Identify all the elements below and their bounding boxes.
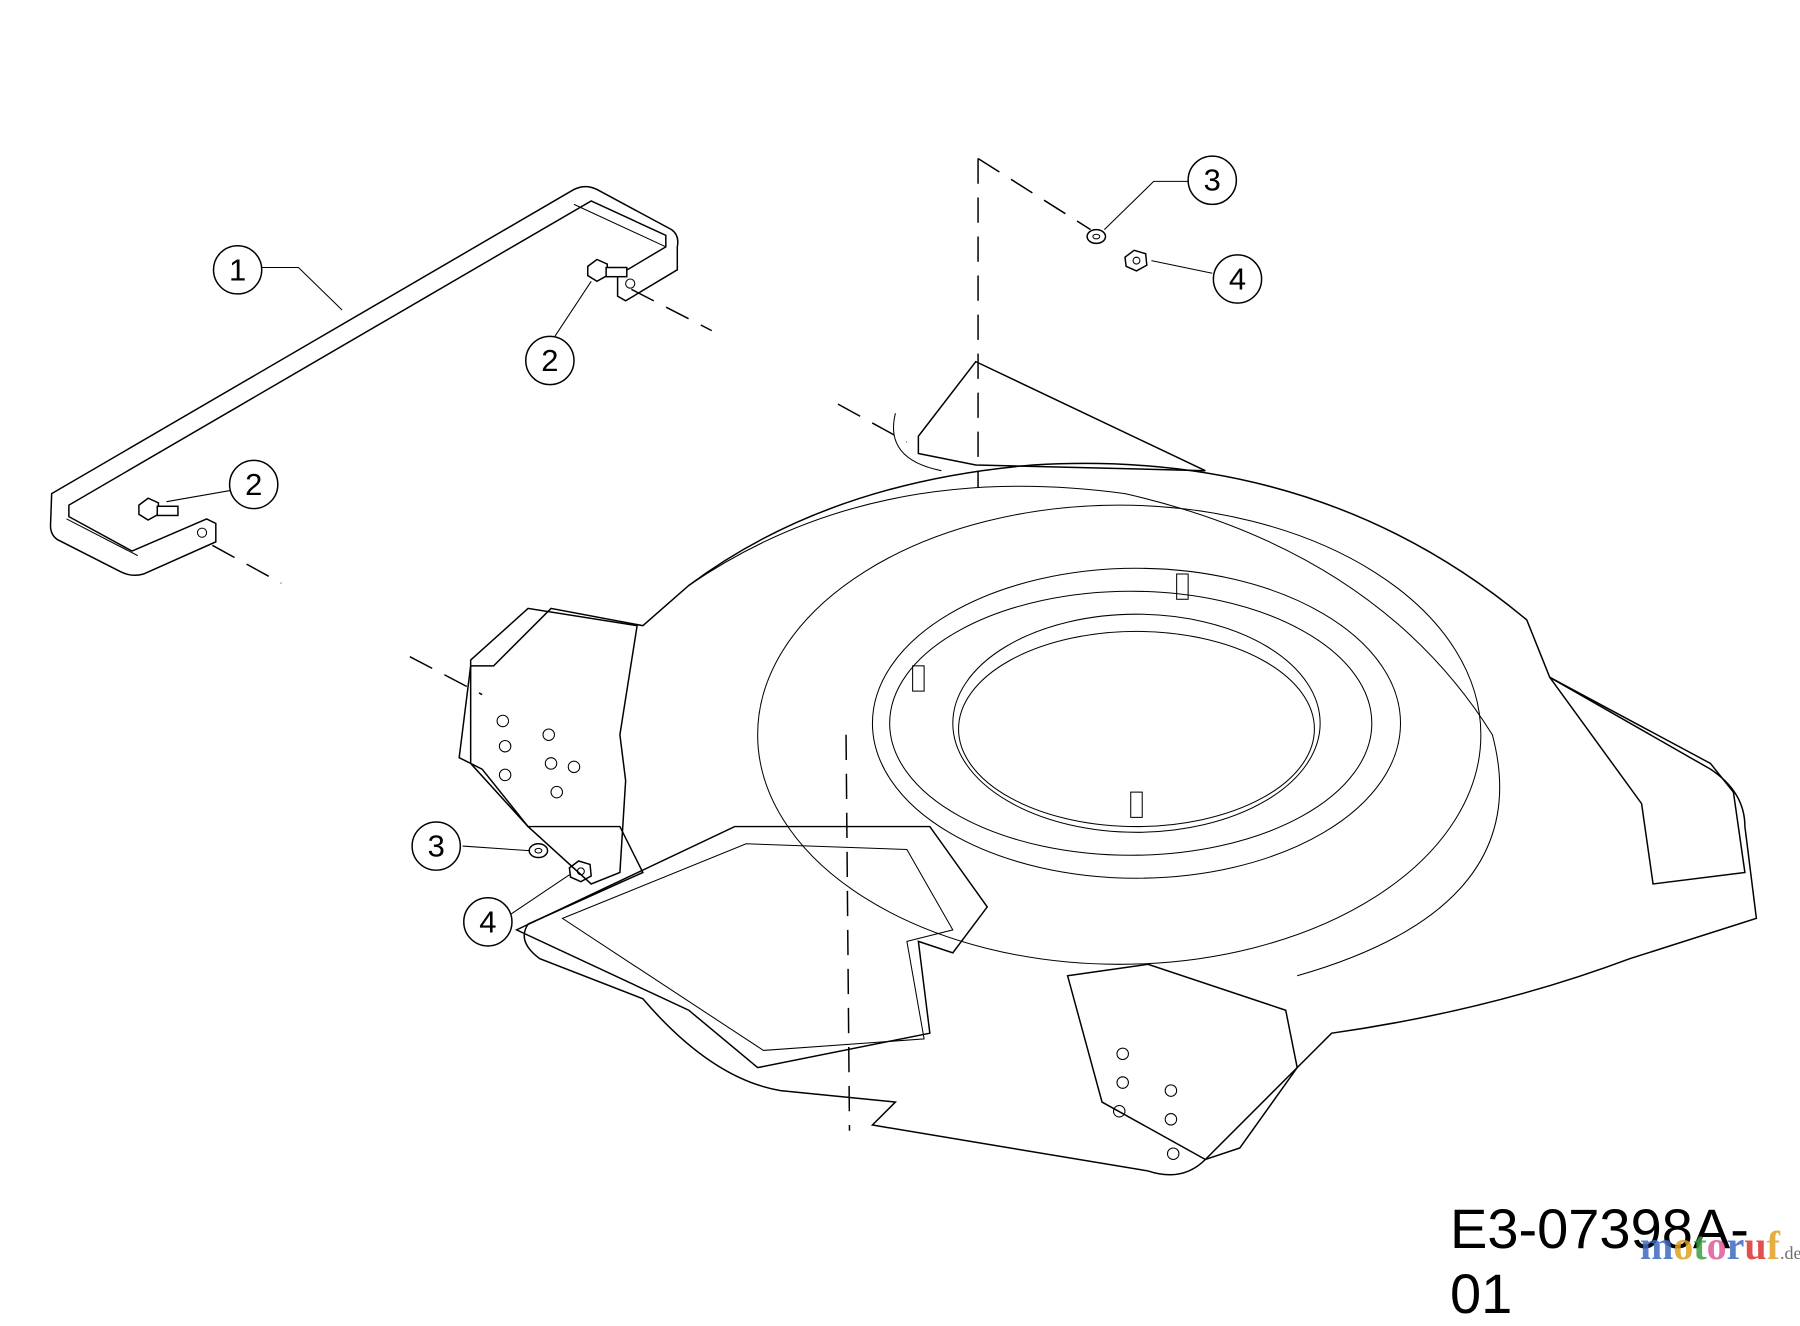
svg-text:4: 4	[479, 904, 496, 939]
exploded-parts-diagram: 1 2 2 3 4 3 4	[49, 155, 1758, 1176]
svg-text:2: 2	[541, 343, 558, 378]
callout-3-upper: 3	[1187, 155, 1238, 206]
callout-3-lower: 3	[411, 821, 462, 871]
callout-1: 1	[212, 244, 263, 295]
bolt-upper	[587, 258, 628, 283]
nut-upper	[1124, 249, 1148, 272]
nut-lower	[568, 860, 592, 883]
callout-2-lower: 2	[228, 459, 279, 510]
callout-4-lower: 4	[463, 896, 513, 947]
callout-4-upper: 4	[1212, 254, 1263, 304]
svg-text:3: 3	[1204, 163, 1221, 198]
svg-text:4: 4	[1229, 261, 1246, 296]
svg-text:3: 3	[428, 829, 445, 864]
washer-upper	[1086, 228, 1107, 245]
callout-2-upper: 2	[525, 335, 575, 386]
mower-deck	[458, 360, 1758, 1176]
handle-bracket	[49, 185, 679, 577]
bolt-lower	[138, 497, 179, 521]
svg-text:2: 2	[245, 467, 262, 502]
watermark-logo: motoruf.de	[1640, 1223, 1800, 1268]
washer-lower	[528, 843, 549, 859]
svg-text:1: 1	[229, 252, 246, 287]
